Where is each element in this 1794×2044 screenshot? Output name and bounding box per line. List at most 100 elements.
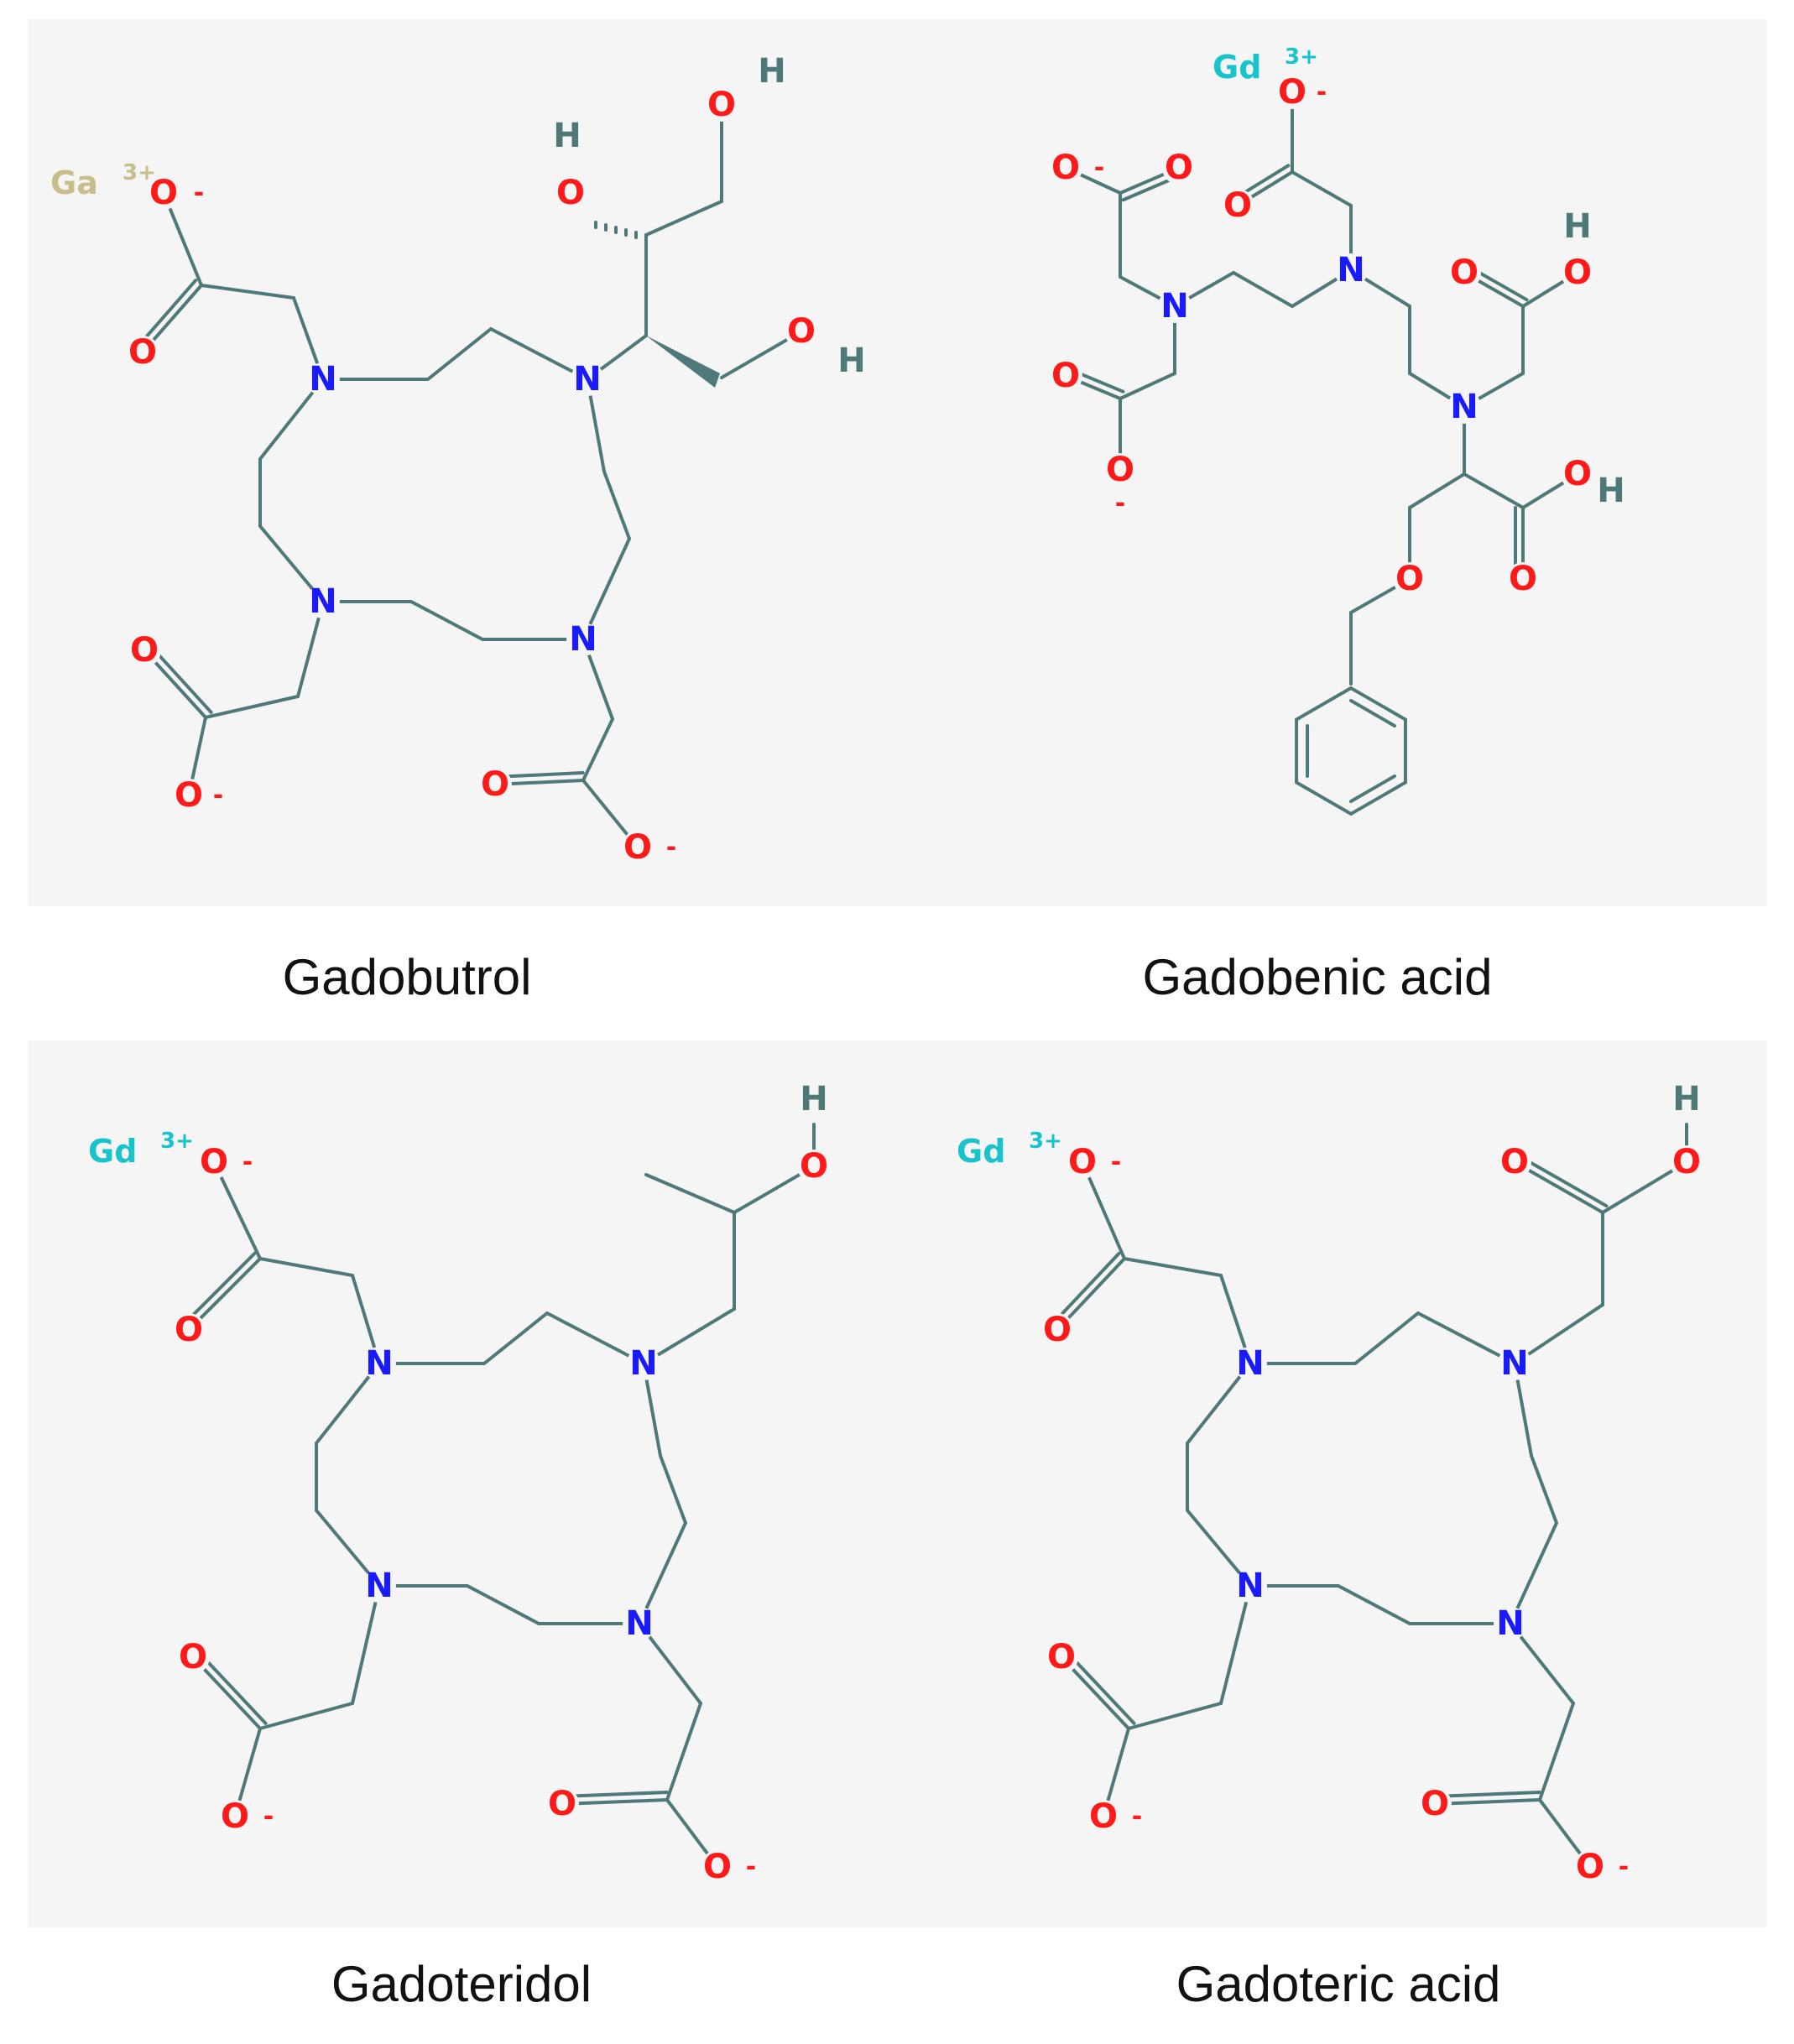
atom-o: O [175, 776, 203, 815]
atom-knockout [1447, 256, 1481, 289]
atom-o: O [787, 312, 816, 351]
gbn-chain [1408, 472, 1466, 509]
gb-acid-3-cc [581, 717, 614, 782]
atom-o: O [200, 1143, 228, 1181]
gb-chain [644, 200, 723, 237]
atom-o: O [707, 86, 736, 124]
gtd-acid-2-cc [258, 1702, 354, 1730]
gtd-acid-2-ch2 [351, 1584, 381, 1705]
gtd-acid-3-co-double [561, 1798, 669, 1806]
atom-o: O [1043, 1311, 1072, 1349]
atom-o: O [149, 174, 178, 212]
atom-o: O [128, 333, 157, 372]
atom-knockout [797, 1150, 831, 1183]
gtd-chain [644, 1173, 736, 1214]
atom-knockout [1233, 1347, 1267, 1380]
negative-charge: - [1317, 78, 1327, 107]
atom-o: O [703, 1848, 732, 1886]
atom-knockout [1221, 189, 1254, 222]
atom-o: O [1563, 253, 1592, 292]
atom-knockout [797, 1082, 831, 1116]
atom-knockout [172, 1313, 206, 1347]
gta-acid-2-ch2 [1219, 1584, 1252, 1705]
atom-knockout [218, 1800, 252, 1833]
metal-ion-gd: Gd [957, 1133, 1005, 1170]
gta-acid-4-ch2 [1513, 1303, 1604, 1365]
atom-knockout [1506, 562, 1540, 596]
gtd-acid-2-co-double-second [196, 1650, 268, 1725]
negative-charge: - [1115, 489, 1125, 519]
gta-acid-4-co-double-second [1516, 1154, 1609, 1208]
atom-knockout [1049, 359, 1082, 393]
atom-o: O [1450, 253, 1478, 292]
gta-acid-3-co-double [1433, 1798, 1541, 1806]
gbn-bridge [1232, 271, 1294, 308]
gb-acid-2-cc [204, 695, 300, 719]
atom-n: N [365, 1567, 393, 1605]
atom-o: O [130, 631, 159, 670]
metal-ion-ga: Ga [50, 164, 98, 201]
atom-o: O [1421, 1785, 1449, 1823]
atom-knockout [755, 55, 789, 88]
atom-h: H [553, 117, 581, 155]
negative-charge: - [213, 781, 223, 811]
atom-knockout [1498, 1145, 1531, 1179]
atom-n: N [629, 1344, 657, 1383]
atom-knockout [1447, 390, 1481, 424]
gta-acid-3-co-double-second [1432, 1791, 1541, 1799]
gta-acid-1-co-single [1081, 1160, 1126, 1260]
atom-knockout [554, 176, 587, 210]
gtd-acid-3-cc [665, 1702, 702, 1802]
atom-knockout [126, 336, 159, 369]
atom-n: N [1500, 1344, 1528, 1383]
atom-knockout [1158, 289, 1192, 323]
negative-charge: - [666, 833, 676, 863]
gtd-chain [642, 1307, 736, 1365]
atom-knockout [627, 1347, 660, 1380]
atom-knockout [306, 362, 340, 396]
atom-knockout [1233, 1569, 1267, 1603]
caption-gadobutrol: Gadobutrol [282, 949, 532, 1005]
ion-charge: 3+ [160, 1129, 194, 1154]
metal-ion-gd: Gd [88, 1133, 137, 1170]
atom-n: N [1236, 1567, 1264, 1605]
caption-gadobenic-acid: Gadobenic acid [1142, 949, 1493, 1005]
atom-knockout [1670, 1145, 1703, 1179]
gta-acid-3-ch2 [1509, 1622, 1575, 1705]
atom-n: N [365, 1344, 393, 1383]
gbn-acid-5-cc [1463, 472, 1525, 509]
atom-o: O [1576, 1848, 1604, 1886]
gtd-acid-1-co-single [212, 1160, 262, 1260]
negative-charge: - [263, 1802, 274, 1832]
atom-o: O [1223, 186, 1252, 225]
atom-n: N [569, 620, 597, 659]
atom-o: O [1672, 1143, 1701, 1181]
atom-o: O [556, 174, 585, 212]
atom-h: H [837, 342, 865, 380]
negative-charge: - [194, 179, 204, 208]
atom-knockout [128, 634, 161, 667]
atom-knockout [478, 768, 512, 801]
atom-n: N [309, 360, 336, 399]
atom-o: O [1509, 560, 1537, 598]
atom-knockout [1498, 1347, 1531, 1380]
benzene-inner-bond [1349, 774, 1396, 803]
atom-o: O [1051, 357, 1080, 395]
atom-knockout [1561, 457, 1594, 491]
gtd-acid-1-co-double [187, 1257, 262, 1332]
ion-charge: 3+ [123, 160, 156, 185]
atom-knockout [1594, 474, 1628, 508]
atom-knockout [545, 1787, 579, 1821]
negative-charge: - [746, 1853, 756, 1882]
atom-h: H [800, 1080, 827, 1118]
panel-gadoteric-acid-bg [871, 1040, 1767, 1927]
atom-o: O [179, 1638, 207, 1676]
atom-o: O [1278, 73, 1306, 112]
atom-o: O [1500, 1143, 1529, 1181]
gb-acid-1-cc [200, 284, 295, 300]
atom-o: O [548, 1785, 576, 1823]
atom-n: N [309, 582, 336, 621]
gtd-acid-1-cc [258, 1257, 354, 1277]
